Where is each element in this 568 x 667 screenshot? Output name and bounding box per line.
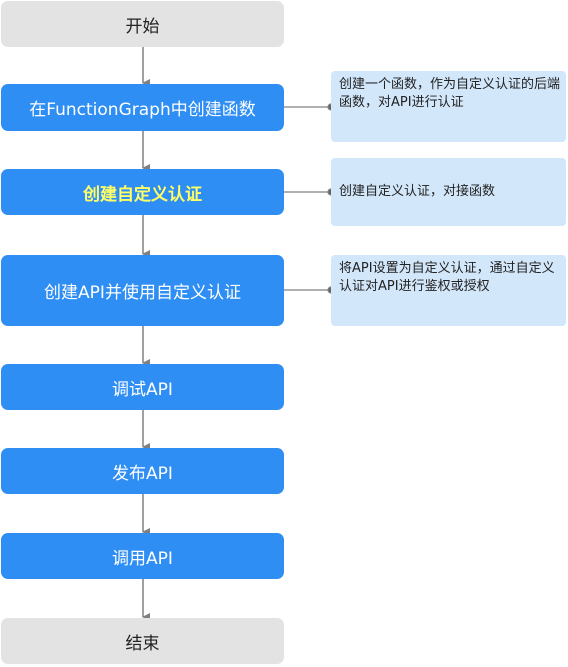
note-create-api-text: 将API设置为自定义认证，通过自定义认证对API进行鉴权或授权 — [339, 261, 555, 294]
end-node: 结束 — [1, 618, 284, 664]
step-create-api: 创建API并使用自定义认证 — [1, 255, 284, 326]
note-connectors — [284, 103, 335, 294]
note-create-function: 创建一个函数，作为自定义认证的后端函数，对API进行认证 — [331, 71, 566, 142]
step-debug-api: 调试API — [1, 364, 284, 410]
end-label: 结束 — [125, 633, 160, 654]
step-publish-api-label: 发布API — [112, 463, 173, 484]
step-call-api: 调用API — [1, 533, 284, 579]
step-create-function-label: 在FunctionGraph中创建函数 — [29, 100, 256, 120]
step-debug-api-label: 调试API — [112, 379, 173, 400]
step-publish-api: 发布API — [1, 448, 284, 494]
note-create-function-text: 创建一个函数，作为自定义认证的后端函数，对API进行认证 — [339, 77, 561, 110]
step-create-function: 在FunctionGraph中创建函数 — [1, 84, 284, 131]
step-create-custom-auth-label: 创建自定义认证 — [83, 184, 202, 205]
note-create-custom-auth: 创建自定义认证，对接函数 — [331, 158, 566, 226]
start-label: 开始 — [125, 16, 160, 37]
start-node: 开始 — [1, 1, 284, 47]
step-call-api-label: 调用API — [112, 548, 173, 569]
step-create-api-label: 创建API并使用自定义认证 — [44, 283, 241, 303]
note-create-api: 将API设置为自定义认证，通过自定义认证对API进行鉴权或授权 — [331, 255, 566, 326]
step-create-custom-auth: 创建自定义认证 — [1, 169, 284, 215]
note-create-custom-auth-text: 创建自定义认证，对接函数 — [339, 184, 496, 199]
